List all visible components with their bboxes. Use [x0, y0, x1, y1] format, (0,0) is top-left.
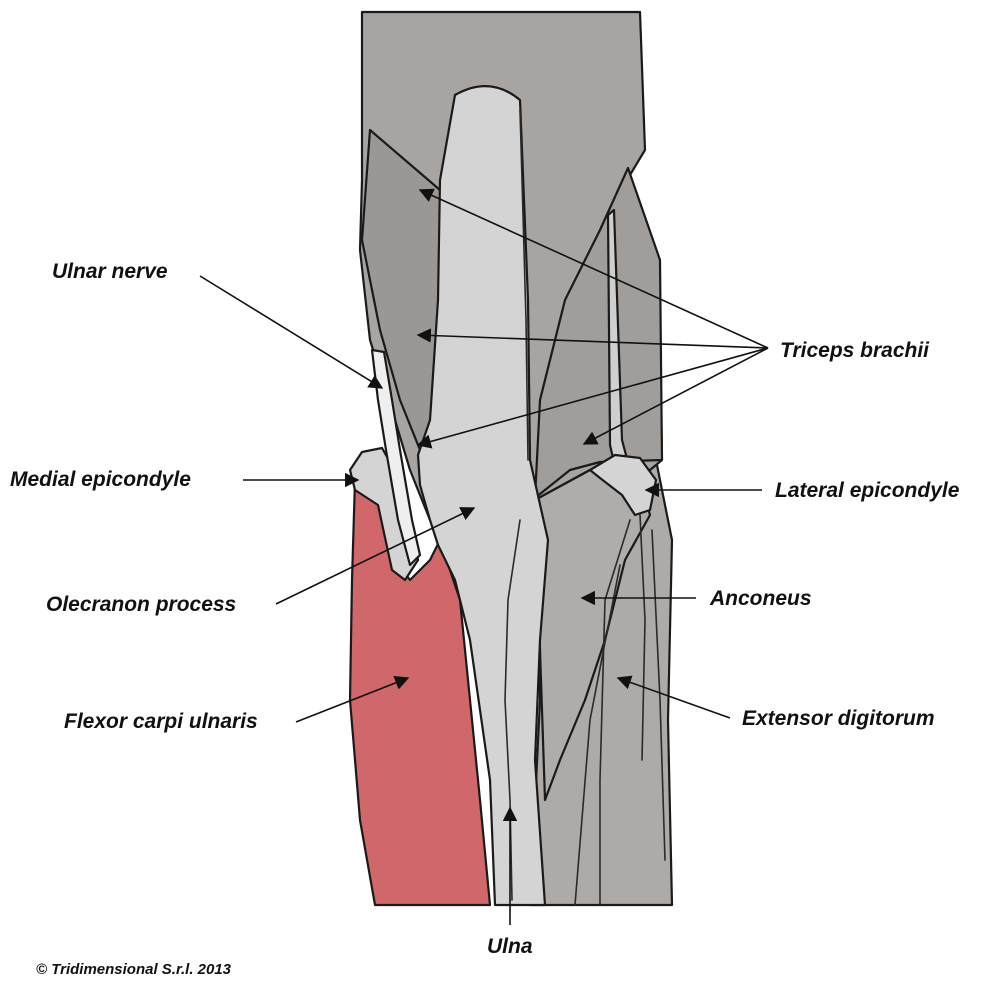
flexor-carpi-ulnaris-label: Flexor carpi ulnaris: [64, 710, 258, 733]
anconeus-label: Anconeus: [709, 587, 812, 610]
ulnar-nerve-label: Ulnar nerve: [52, 260, 168, 283]
ulna-label: Ulna: [487, 935, 533, 958]
copyright-text: © Tridimensional S.r.l. 2013: [36, 961, 232, 978]
ulnar-nerve-leader: [200, 276, 382, 388]
lateral-epicondyle-label: Lateral epicondyle: [775, 479, 960, 502]
olecranon-process-label: Olecranon process: [46, 593, 236, 616]
extensor-digitorum-label: Extensor digitorum: [742, 707, 935, 730]
medial-epicondyle-label: Medial epicondyle: [10, 468, 191, 491]
triceps-brachii-label: Triceps brachii: [780, 339, 930, 362]
